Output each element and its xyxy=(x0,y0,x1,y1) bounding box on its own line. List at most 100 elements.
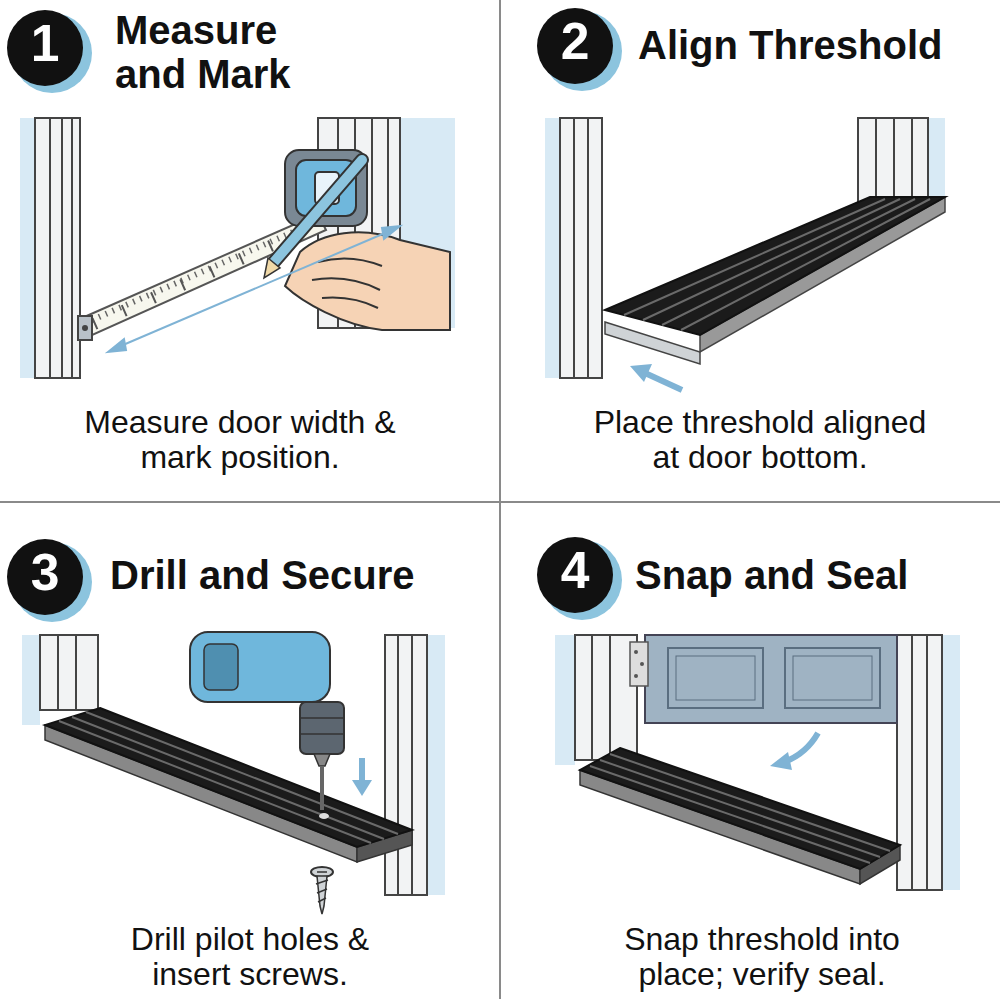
panel-divider xyxy=(499,0,501,999)
screw xyxy=(317,889,327,893)
step-panel: Measure and MarkMeasure door width & mar… xyxy=(0,0,500,502)
door xyxy=(645,635,897,723)
hand xyxy=(312,278,380,290)
threshold xyxy=(643,199,900,320)
door-jamb xyxy=(40,635,427,895)
door-jamb xyxy=(897,635,942,890)
door-jamb xyxy=(926,635,928,890)
threshold xyxy=(681,199,930,330)
door-jamb xyxy=(411,635,413,895)
wall xyxy=(942,635,960,890)
pointer-arrow xyxy=(645,373,682,390)
door-jamb xyxy=(587,118,589,378)
pencil xyxy=(274,160,362,262)
power-drill xyxy=(314,754,330,766)
hinge xyxy=(634,650,638,654)
threshold xyxy=(59,712,398,843)
door-jamb xyxy=(560,118,602,378)
wall xyxy=(427,635,445,895)
power-drill xyxy=(204,644,238,690)
hinge xyxy=(634,674,638,678)
threshold xyxy=(580,748,900,884)
wall xyxy=(555,635,575,765)
door-jamb xyxy=(35,118,80,378)
threshold xyxy=(624,199,885,315)
dimension-arrow xyxy=(108,226,400,352)
power-drill xyxy=(190,632,330,702)
door-jamb xyxy=(61,118,63,378)
door-jamb xyxy=(397,635,399,895)
seal-illustration xyxy=(555,635,960,890)
screw xyxy=(311,867,333,914)
step-title: Align Threshold xyxy=(638,23,978,67)
power-drill xyxy=(300,717,344,719)
door xyxy=(676,656,755,700)
door-jamb xyxy=(49,118,51,378)
screw xyxy=(317,871,327,873)
pointer-arrow xyxy=(630,364,652,382)
tape-blade xyxy=(78,316,92,340)
power-drill xyxy=(300,733,344,735)
threshold xyxy=(45,708,412,862)
threshold xyxy=(605,197,945,364)
screw xyxy=(317,876,327,914)
door-jamb xyxy=(575,635,637,760)
door-jamb xyxy=(385,635,427,895)
panel-divider xyxy=(0,501,1000,503)
door-jamb xyxy=(858,118,928,208)
step-number: 1 xyxy=(5,8,85,88)
step-number: 3 xyxy=(5,537,85,617)
power-drill xyxy=(190,632,344,810)
step-number: 4 xyxy=(535,535,615,615)
hinge xyxy=(630,642,648,686)
threshold xyxy=(605,197,945,335)
step-title: Measure and Mark xyxy=(115,8,345,96)
door-jamb xyxy=(40,635,98,710)
dimension-arrow xyxy=(382,226,400,239)
curved-arrow xyxy=(770,733,818,770)
door-jamb xyxy=(591,635,593,760)
step-caption: Snap threshold into place; verify seal. xyxy=(602,922,922,992)
down-arrow xyxy=(359,758,365,782)
tape-blade xyxy=(92,221,318,320)
door xyxy=(793,656,872,700)
threshold xyxy=(610,754,890,851)
door xyxy=(668,648,763,708)
door-jamb xyxy=(911,635,913,890)
tape-blade xyxy=(82,325,88,331)
pointer-arrow xyxy=(630,364,682,390)
door xyxy=(645,635,897,723)
step-caption: Measure door width & mark position. xyxy=(65,405,415,475)
threshold xyxy=(662,199,915,325)
step-caption: Drill pilot holes & insert screws. xyxy=(110,922,390,992)
step-caption: Place threshold aligned at door bottom. xyxy=(585,405,935,475)
step-number-badge: 3 xyxy=(5,537,85,617)
step-number-badge: 1 xyxy=(5,8,85,88)
hinge xyxy=(640,662,644,666)
drill-illustration xyxy=(22,632,445,914)
wall xyxy=(20,118,35,378)
pencil xyxy=(264,160,362,278)
dimension-arrow xyxy=(108,339,126,352)
threshold xyxy=(319,813,329,819)
hand xyxy=(318,259,382,266)
curved-arrow xyxy=(770,752,792,770)
threshold xyxy=(86,712,398,834)
threshold xyxy=(590,754,890,863)
door-jamb xyxy=(875,118,877,208)
wall xyxy=(22,635,40,725)
door-jamb xyxy=(575,635,942,890)
step-panel: Drill and SecureDrill pilot holes & inse… xyxy=(0,502,500,999)
screw xyxy=(318,898,326,902)
dimension-arrow xyxy=(116,230,392,348)
wall xyxy=(545,118,560,378)
align-illustration xyxy=(545,118,945,390)
hand xyxy=(285,232,450,330)
door-jamb xyxy=(609,635,611,760)
door-jamb xyxy=(57,635,59,710)
hand xyxy=(285,232,450,330)
step-number-badge: 4 xyxy=(535,535,615,615)
step-title: Snap and Seal xyxy=(635,553,975,597)
power-drill xyxy=(300,702,344,754)
